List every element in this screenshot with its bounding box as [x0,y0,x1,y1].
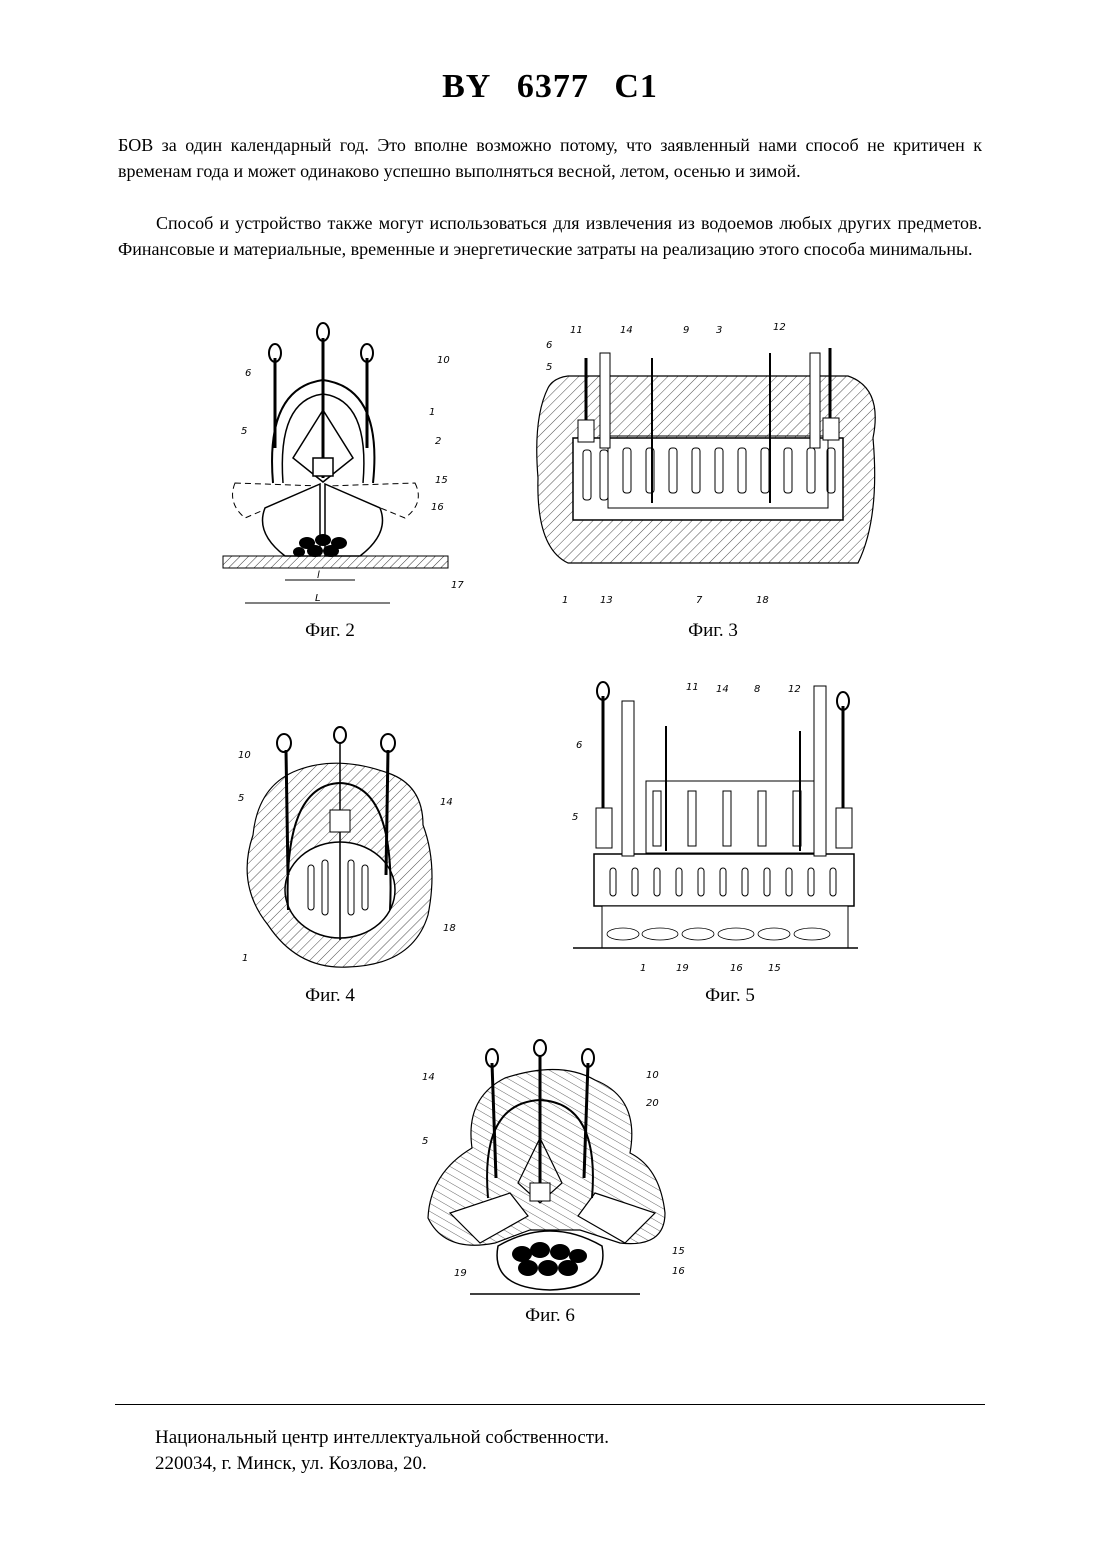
patent-number-header: BY 6377 C1 [0,68,1100,106]
fig5-label-16: 16 [730,963,743,974]
figure-3-caption: Фиг. 3 [633,620,793,642]
footer-address: 220034, г. Минск, ул. Козлова, 20. [155,1451,427,1477]
fig2-label-17: 17 [451,580,464,591]
fig5-label-14: 14 [716,684,729,695]
country-code: BY [442,68,491,105]
fig4-label-1: 1 [242,953,248,964]
fig6-label-15: 15 [672,1246,685,1257]
fig6-label-10: 10 [646,1070,659,1081]
fig5-label-19: 19 [676,963,689,974]
fig2-label-10: 10 [437,355,450,366]
fig3-label-12: 12 [773,322,786,333]
fig4-label-5: 5 [238,793,244,804]
body-paragraph-1: БОВ за один календарный год. Это вполне … [118,132,982,184]
footer-divider [115,1404,985,1405]
figure-3-drawing: 11 14 9 3 12 6 5 1 13 7 18 [528,318,883,608]
fig6-label-20: 20 [646,1098,659,1109]
fig5-label-15: 15 [768,963,781,974]
fig6-label-19: 19 [454,1268,467,1279]
fig4-label-14: 14 [440,797,453,808]
fig2-label-6: 6 [245,368,251,379]
figure-4-drawing: 10 5 14 18 1 [228,725,468,975]
fig2-label-L: L [315,593,321,604]
patent-number: 6377 [517,68,589,105]
fig3-label-1: 1 [562,595,568,606]
fig3-label-11: 11 [570,325,583,336]
fig2-label-2: 2 [435,436,441,447]
document-kind: C1 [614,68,658,105]
figure-6-caption: Фиг. 6 [470,1305,630,1327]
fig2-label-16: 16 [431,502,444,513]
figure-5-caption: Фиг. 5 [650,985,810,1007]
fig5-label-6: 6 [576,740,582,751]
fig2-label-5: 5 [241,426,247,437]
fig6-label-14: 14 [422,1072,435,1083]
fig3-label-13: 13 [600,595,613,606]
fig2-label-1: 1 [429,407,435,418]
fig3-label-6: 6 [546,340,552,351]
fig2-label-l: l [317,570,320,581]
fig6-label-16: 16 [672,1266,685,1277]
fig2-label-15: 15 [435,475,448,486]
fig5-label-12: 12 [788,684,801,695]
fig6-label-5: 5 [422,1136,428,1147]
fig5-label-1: 1 [640,963,646,974]
fig5-label-11: 11 [686,682,699,693]
fig4-label-10: 10 [238,750,251,761]
fig3-label-7: 7 [696,595,703,606]
figure-5-drawing: 11 14 8 12 6 5 1 19 16 15 [568,676,868,976]
fig5-label-8: 8 [754,684,760,695]
fig4-label-18: 18 [443,923,456,934]
figure-2-drawing: l L 6 10 1 5 2 15 16 17 [215,318,470,618]
figure-2-caption: Фиг. 2 [250,620,410,642]
figure-4-caption: Фиг. 4 [250,985,410,1007]
footer-organization: Национальный центр интеллектуальной собс… [155,1425,609,1451]
fig3-label-14: 14 [620,325,633,336]
figure-6-drawing: 14 10 20 5 15 19 16 [410,1038,700,1300]
body-paragraph-2: Способ и устройство также могут использо… [118,210,982,262]
fig5-label-5: 5 [572,812,578,823]
fig3-label-18: 18 [756,595,769,606]
fig3-label-9: 9 [683,325,689,336]
fig3-label-5: 5 [546,362,552,373]
fig3-label-3: 3 [716,325,722,336]
